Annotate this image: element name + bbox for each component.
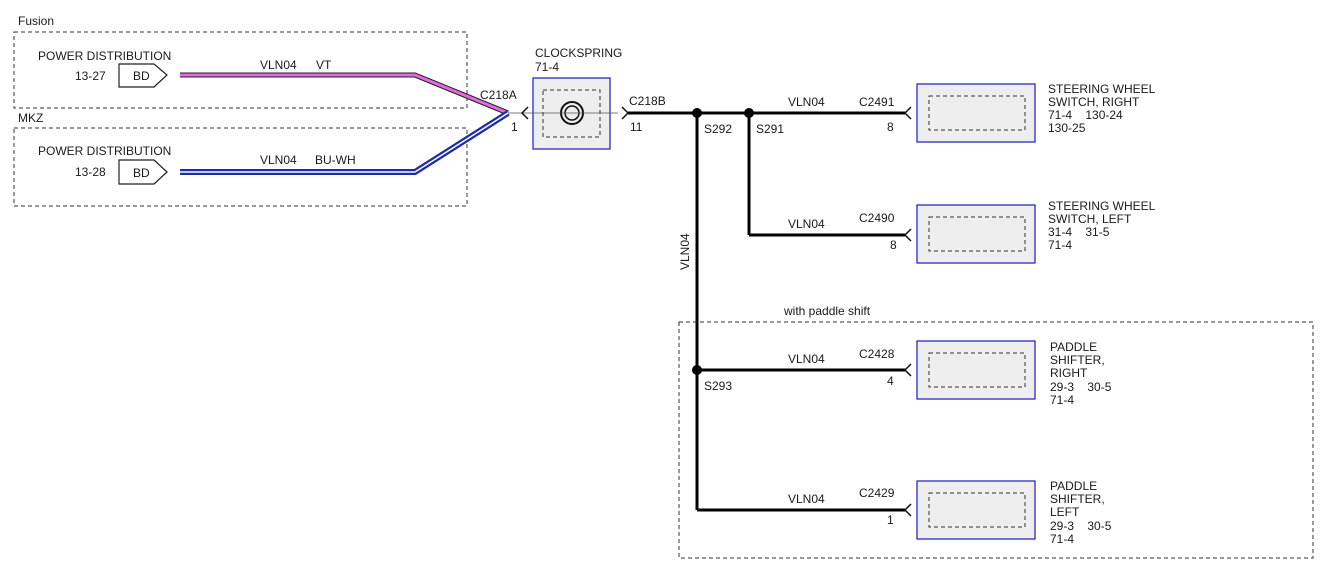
ps-left-line-1: PADDLE: [1050, 479, 1097, 493]
sw-left-inner: [928, 216, 1026, 252]
ps-left-line-3: LEFT: [1050, 505, 1080, 519]
fusion-wire-color: VT: [316, 58, 332, 72]
ps-left-box: [916, 480, 1036, 540]
splice-s292: [692, 108, 702, 118]
clockspring-title: CLOCKSPRING: [535, 46, 622, 60]
ps-right-line-4: 29-3 30-5: [1050, 380, 1112, 394]
clockspring-inner: [542, 89, 601, 138]
ps-right-component: C2428 4 PADDLE SHIFTER, RIGHT 29-3 30-5 …: [859, 340, 1112, 407]
ps-right-line-5: 71-4: [1050, 393, 1074, 407]
sw-right-connector: C2491: [859, 95, 895, 109]
ps-left-line-2: SHIFTER,: [1050, 492, 1105, 506]
c218b-pin: 11: [630, 120, 643, 134]
sw-right-line-3: 71-4 130-24: [1048, 108, 1123, 122]
ps-left-line-5: 71-4: [1050, 532, 1074, 546]
sw-left-line-4: 71-4: [1048, 238, 1072, 252]
sw-right-wire-circuit: VLN04: [788, 95, 825, 109]
sw-left-line-2: SWITCH, LEFT: [1048, 212, 1132, 226]
sw-right-line-4: 130-25: [1048, 121, 1086, 135]
sw-left-box: [916, 204, 1036, 264]
c218b-arrow: [621, 106, 630, 120]
s293-label: S293: [704, 379, 732, 393]
c218a-label: C218A: [480, 88, 517, 102]
ps-right-wire-circuit: VLN04: [788, 352, 825, 366]
sw-left-line-3: 31-4 31-5: [1048, 225, 1110, 239]
s291-label: S291: [756, 122, 784, 136]
sw-left-arrow: [903, 228, 912, 242]
ps-left-connector: C2429: [859, 486, 895, 500]
sw-right-component: C2491 8 STEERING WHEEL SWITCH, RIGHT 71-…: [859, 82, 1156, 143]
mkz-wire-circuit: VLN04: [260, 153, 297, 167]
sw-left-wire-circuit: VLN04: [788, 217, 825, 231]
c218b-label: C218B: [629, 94, 666, 108]
fusion-wire: [180, 73, 509, 115]
mkz-group-label: MKZ: [18, 111, 43, 125]
sw-right-line-1: STEERING WHEEL: [1048, 82, 1156, 96]
ps-left-arrow: [903, 503, 912, 517]
paddle-shift-group-label: with paddle shift: [783, 304, 871, 318]
ps-right-pin: 4: [887, 374, 894, 388]
ps-right-line-1: PADDLE: [1050, 340, 1097, 354]
ps-left-pin: 1: [887, 513, 894, 527]
sw-left-component: C2490 8 STEERING WHEEL SWITCH, LEFT 31-4…: [859, 199, 1156, 264]
mkz-source-ref: 13-28: [75, 165, 106, 179]
ps-right-box: [916, 340, 1036, 400]
clockspring-ref: 71-4: [535, 60, 559, 74]
s292-label: S292: [704, 122, 732, 136]
ps-right-inner: [928, 352, 1026, 388]
mkz-bd-connector: [118, 159, 168, 185]
sw-left-connector: C2490: [859, 211, 895, 225]
sw-right-box: [916, 83, 1036, 143]
ps-right-connector: C2428: [859, 347, 895, 361]
sw-right-line-2: SWITCH, RIGHT: [1048, 95, 1140, 109]
ps-right-arrow: [903, 363, 912, 377]
c218a-pin: 1: [511, 120, 518, 134]
fusion-group-label: Fusion: [18, 14, 54, 28]
paddle-shift-group-box: [678, 321, 1314, 559]
mkz-source-title: POWER DISTRIBUTION: [38, 144, 171, 158]
fusion-bd-label: BD: [133, 69, 150, 83]
vertical-wire-circuit: VLN04: [678, 233, 692, 270]
sw-left-pin: 8: [890, 238, 897, 252]
mkz-wire-color: BU-WH: [315, 153, 356, 167]
clockspring-box: [532, 77, 611, 150]
mkz-wire-stripe: [180, 112, 509, 173]
sw-left-line-1: STEERING WHEEL: [1048, 199, 1156, 213]
fusion-bd-connector: [118, 63, 168, 88]
ps-left-wire-circuit: VLN04: [788, 492, 825, 506]
fusion-group-box: [13, 31, 468, 109]
sw-right-pin: 8: [887, 120, 894, 134]
mkz-group-box: [13, 127, 468, 207]
ps-right-line-2: SHIFTER,: [1050, 353, 1105, 367]
mkz-bd-label: BD: [133, 166, 150, 180]
sw-right-inner: [928, 95, 1026, 131]
sw-right-arrow: [903, 106, 912, 120]
ps-left-inner: [928, 492, 1026, 528]
fusion-source-ref: 13-27: [75, 69, 106, 83]
ps-left-component: C2429 1 PADDLE SHIFTER, LEFT 29-3 30-5 7…: [859, 479, 1112, 546]
splice-s293: [692, 365, 702, 375]
fusion-source-title: POWER DISTRIBUTION: [38, 49, 171, 63]
ps-right-line-3: RIGHT: [1050, 366, 1088, 380]
c218a-arrow: [520, 106, 529, 120]
ps-left-line-4: 29-3 30-5: [1050, 519, 1112, 533]
fusion-wire-circuit: VLN04: [260, 58, 297, 72]
splice-s291: [744, 108, 754, 118]
